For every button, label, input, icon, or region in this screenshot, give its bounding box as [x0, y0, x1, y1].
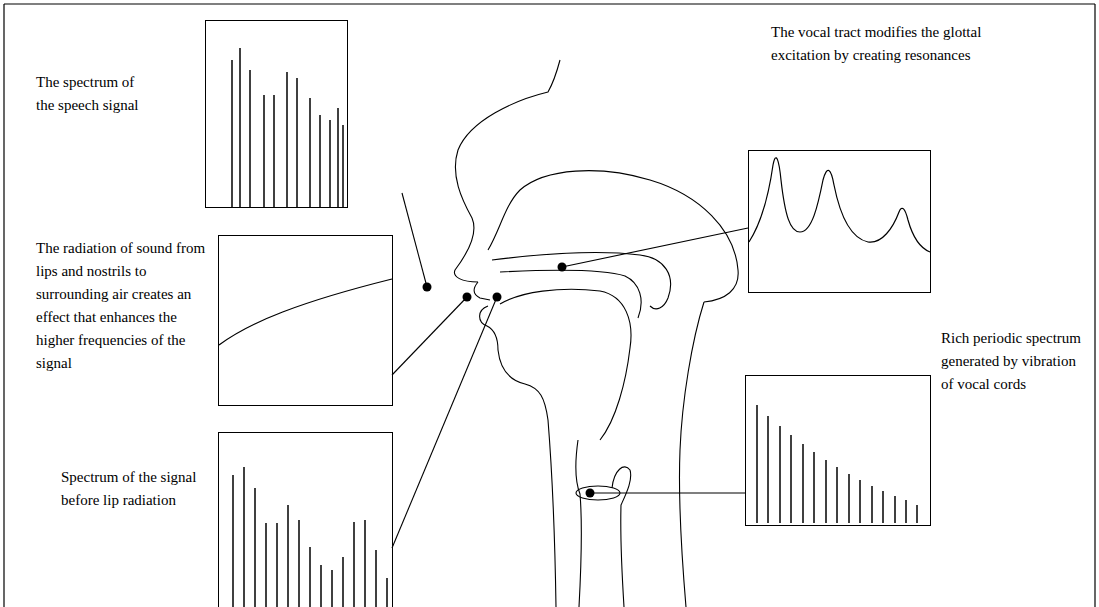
harmonic-bar: [894, 496, 896, 523]
spectrum-box: Rich periodic spectrum generated by vibr…: [745, 375, 931, 526]
leader-dot: [423, 283, 432, 292]
leader-dots: [423, 263, 595, 498]
harmonic-bar: [309, 98, 311, 207]
caption-text: The radiation of sound from lips and nos…: [36, 237, 214, 375]
harmonic-bar: [286, 72, 288, 207]
harmonic-bar: [276, 523, 278, 607]
harmonic-bar: [296, 78, 298, 207]
spectrum-box: Spectrum of the signal before lip radiat…: [218, 432, 393, 607]
leader-dot: [586, 489, 595, 498]
harmonic-bar: [916, 505, 918, 523]
glottal-spectrum-bars: [757, 405, 917, 523]
harmonic-bar: [353, 522, 355, 607]
leader-dot: [493, 293, 502, 302]
harmonic-bar: [254, 488, 256, 607]
leader-line: [590, 492, 745, 493]
resonance-curve-line: [749, 158, 930, 252]
harmonic-bar: [802, 444, 804, 523]
harmonic-bar: [342, 557, 344, 607]
harmonic-bar: [871, 486, 873, 523]
harmonic-bar: [249, 70, 251, 207]
frame-line: [3, 4, 4, 607]
oral-roof: [500, 270, 641, 318]
tongue-outline: [500, 289, 631, 440]
harmonic-bar: [825, 460, 827, 523]
spectrum-box: The vocal tract modifies the glottal exc…: [748, 150, 931, 293]
hard-palate: [492, 253, 671, 309]
harmonic-bar: [375, 550, 377, 607]
harmonic-bar: [848, 474, 850, 523]
harmonic-bar: [337, 108, 339, 207]
harmonic-bar: [836, 467, 838, 523]
leader-line: [392, 297, 497, 548]
harmonic-bar: [239, 48, 241, 207]
harmonic-bar: [364, 520, 366, 607]
caption-text: Spectrum of the signal before lip radiat…: [61, 466, 213, 512]
leader-line: [562, 228, 748, 267]
speech-spectrum-bars: [232, 48, 343, 207]
outer-frame: [4, 4, 1095, 607]
harmonic-bar: [232, 475, 234, 607]
harmonic-bar: [320, 565, 322, 607]
nasal-cavity: [488, 171, 738, 302]
leader-dot: [463, 293, 472, 302]
harmonic-bar: [263, 95, 265, 207]
leader-line: [392, 297, 467, 375]
leader-dot: [558, 263, 567, 272]
harmonic-bar: [273, 95, 275, 207]
resonance-curve: [749, 158, 930, 252]
radiation-curve-line: [219, 279, 392, 345]
harmonic-bar: [813, 452, 815, 523]
harmonic-bar: [905, 500, 907, 523]
harmonic-bar: [882, 491, 884, 523]
harmonic-bar: [243, 467, 245, 607]
harmonic-bar: [329, 120, 331, 207]
harmonic-bar: [331, 570, 333, 607]
leader-line: [402, 193, 427, 287]
harmonic-bar: [231, 60, 233, 207]
harmonic-bar: [319, 115, 321, 207]
head-profile: [454, 60, 738, 607]
harmonic-bar: [298, 520, 300, 607]
spectrum-box: The radiation of sound from lips and nos…: [218, 235, 393, 406]
frame-line: [1094, 4, 1095, 607]
frame-line: [4, 3, 1095, 4]
harmonic-bar: [265, 523, 267, 607]
leader-lines: [392, 193, 748, 548]
larynx-front: [576, 440, 582, 607]
spectrum-box: The spectrum of the speech signal: [205, 20, 348, 208]
epiglottis: [612, 467, 631, 607]
harmonic-bar: [790, 435, 792, 523]
pre-lip-spectrum-bars: [233, 467, 387, 607]
harmonic-bar: [342, 125, 344, 207]
harmonic-bar: [767, 416, 769, 523]
upper-lip: [474, 282, 490, 300]
pharynx-wall: [679, 302, 704, 607]
harmonic-bar: [309, 547, 311, 607]
harmonic-bar: [287, 505, 289, 607]
caption-text: The spectrum of the speech signal: [36, 71, 151, 117]
face-outline: [454, 60, 560, 282]
caption-text: The vocal tract modifies the glottal exc…: [771, 21, 1011, 67]
harmonic-bar: [756, 405, 758, 523]
harmonic-bar: [386, 578, 388, 607]
radiation-curve: [219, 279, 392, 345]
harmonic-bar: [779, 426, 781, 523]
harmonic-bar: [859, 480, 861, 523]
chin-neck-outline: [480, 306, 556, 607]
caption-text: Rich periodic spectrum generated by vibr…: [941, 327, 1089, 396]
